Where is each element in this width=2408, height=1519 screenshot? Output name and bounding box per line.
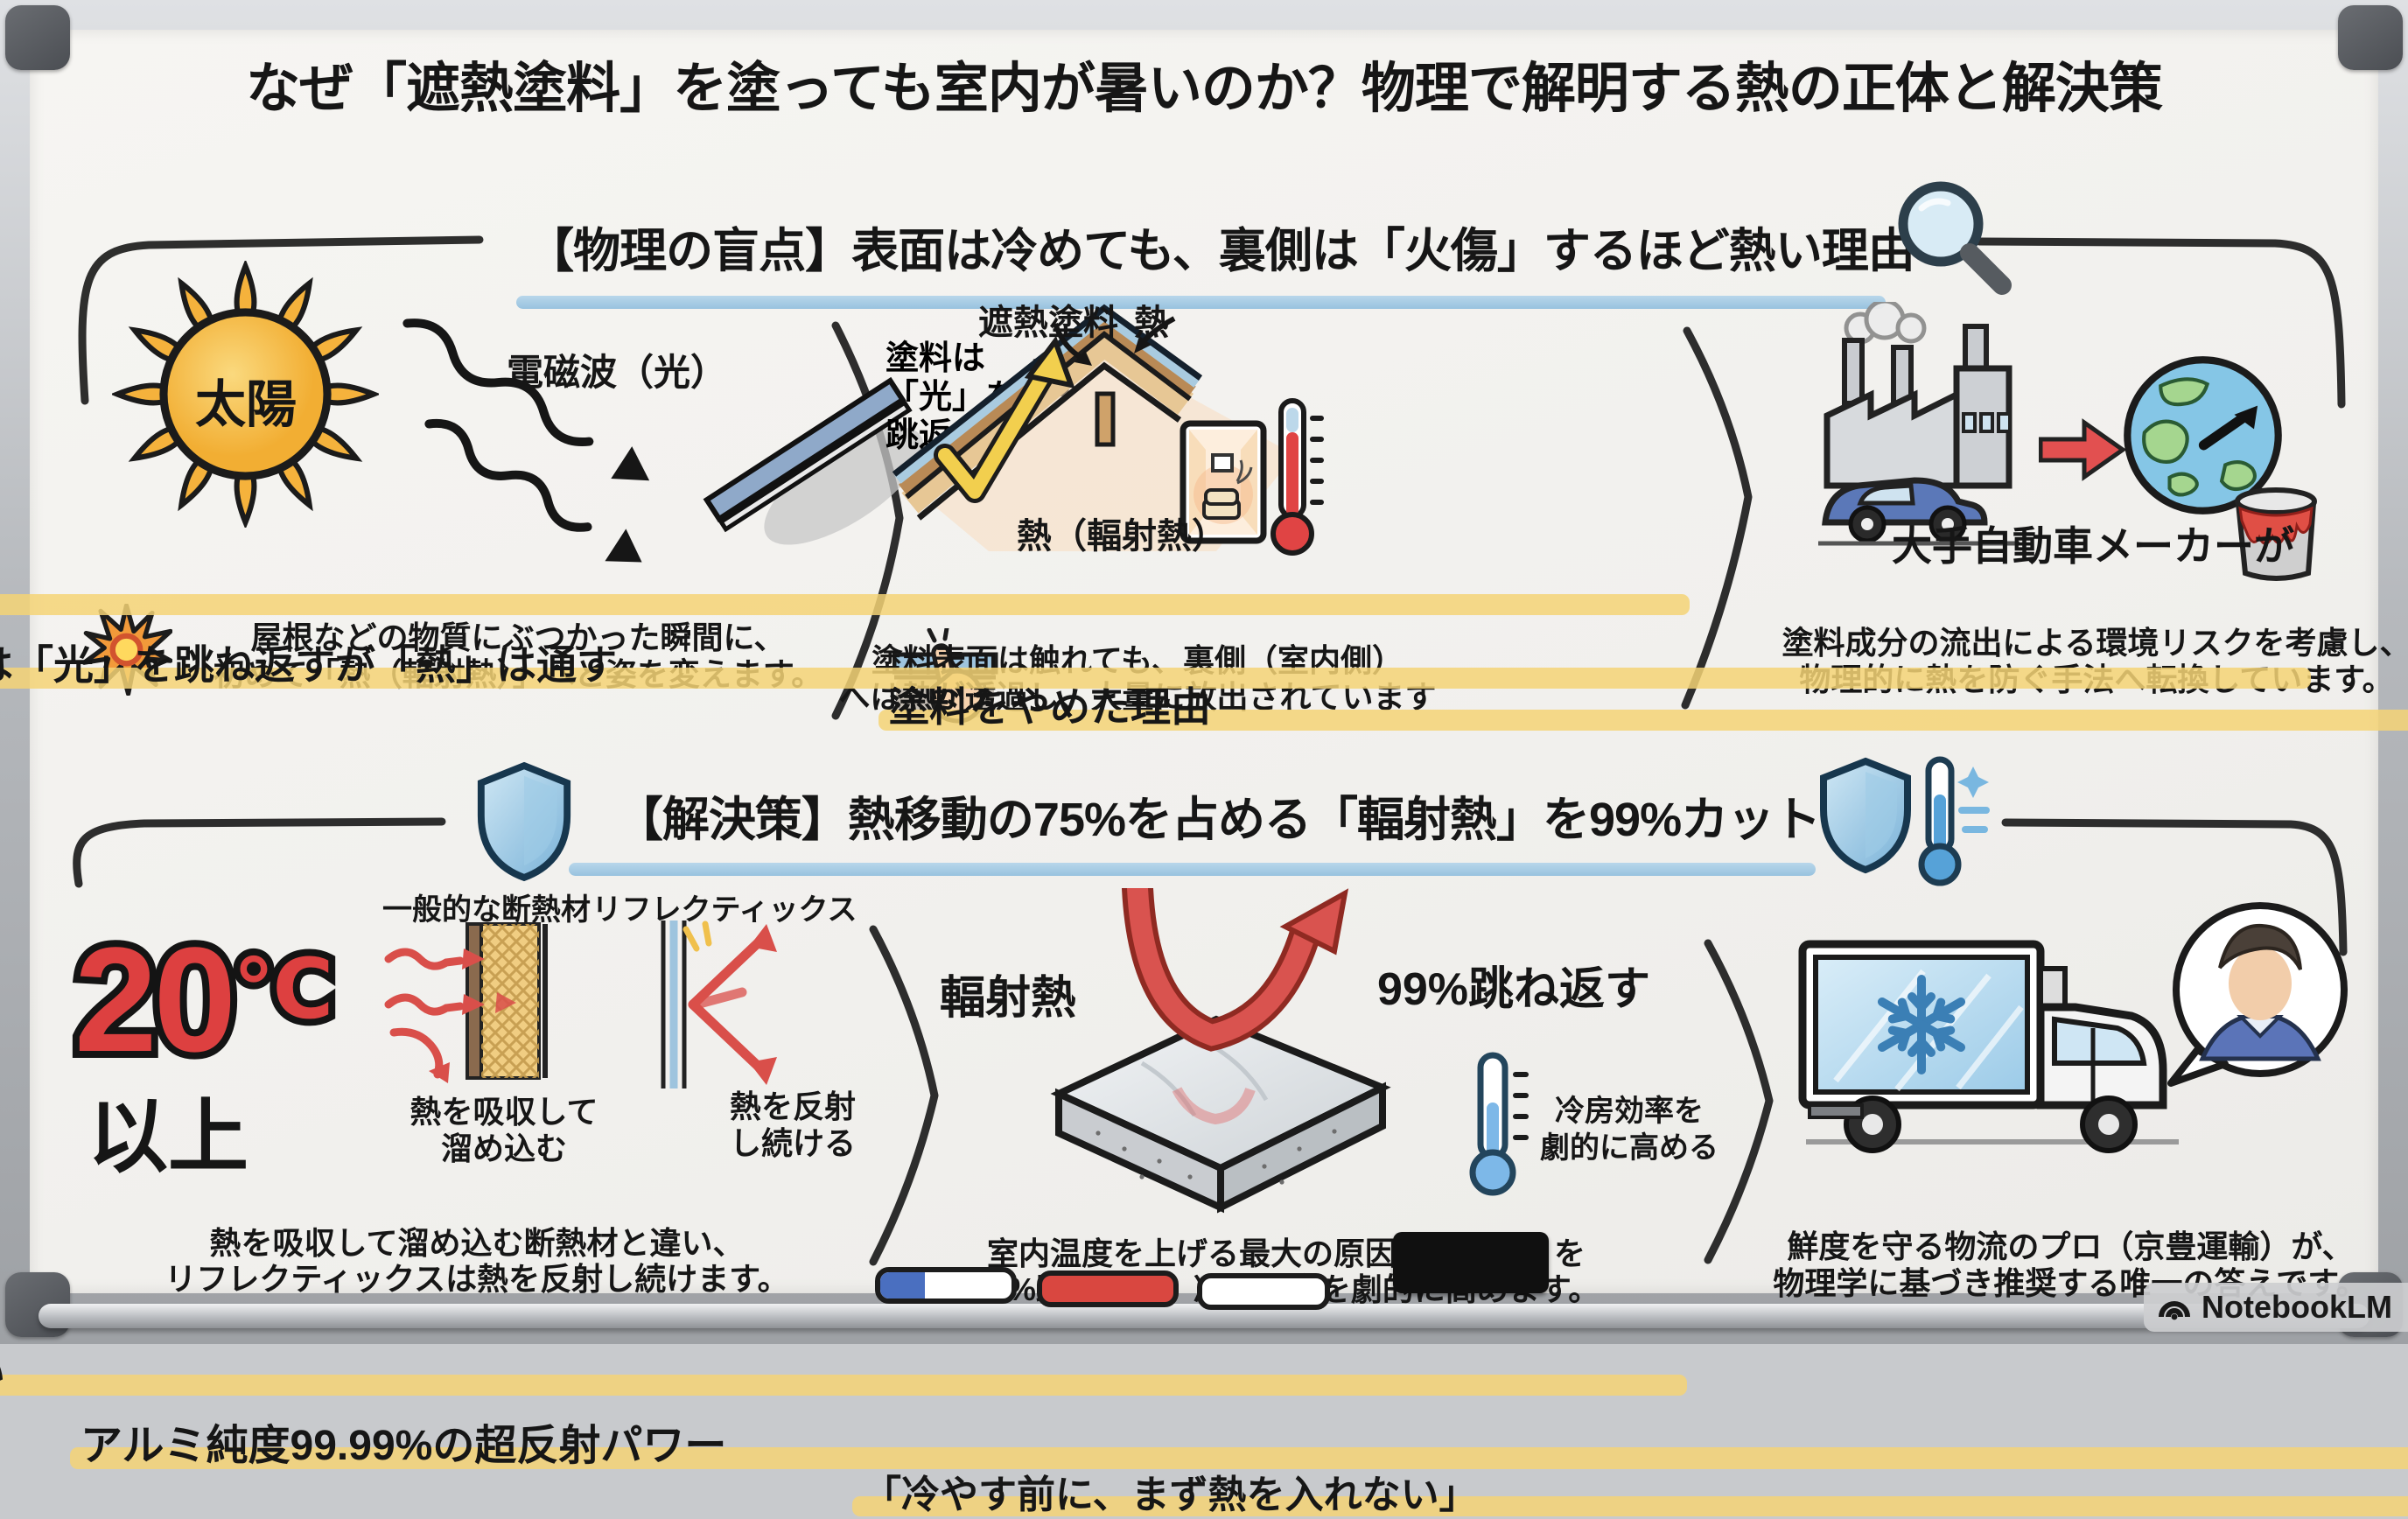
section2-right-bracket [2001,818,2348,956]
divider-chevron [831,321,904,720]
section1-header: 【物理の盲点】表面は冷めても、裏側は「火傷」するほど熱い理由 [527,225,1915,277]
note-line: 塗料は [886,340,986,377]
cold-thermometer-icon [1469,1052,1529,1196]
cooling-caption-line1: 冷房効率を [1555,1095,1704,1128]
temp-value: 20 [74,917,236,1083]
paint-can-icon [2235,487,2317,581]
reflectix-label: リフレクティックス [592,893,858,927]
whiteboard-marker-white [1197,1273,1330,1310]
temp-unit: ℃ [233,943,333,1036]
panel2-heading: 塗料は「光」を跳ね返すが「熱」は通す [0,634,2311,691]
panel4-body-line2: リフレクティックスは熱を反射し続けます。 [164,1261,789,1297]
absorb-caption-line1: 熱を吸収して [410,1094,598,1130]
section1-left-bracket [78,235,484,405]
radiant-heat-label: 熱（輻射熱） [1017,517,1227,556]
room-interior-icon [1180,420,1267,544]
bounce-arrow-icon [1122,888,1349,1052]
refrigerated-truck-icon [1798,940,2179,1153]
divider-chevron [1704,939,1774,1264]
panel1-heading: 太陽から届くのは「熱」ではなく「光」 [0,560,1690,618]
hand-drawn-brackets-and-dividers [73,235,2348,1266]
em-wave-arrow-icon [424,418,642,563]
reflectix-reflect-diagram [661,920,777,1088]
panel4-heading: 一般的な断熱材より「20℃以上」涼しい [0,1340,1687,1398]
factory-and-car-icon [1818,302,2020,546]
reflect-99-label: 99%跳ね返す [1376,964,1651,1015]
em-wave-label: 電磁波（光） [506,352,728,393]
roof-surface-icon [703,376,924,545]
aluminum-panel-icon [1050,1015,1391,1214]
insulation-absorb-diagram [384,922,548,1083]
panel3-body-line1: 塗料成分の流出による環境リスクを考慮し、 [1782,625,2408,661]
section2-left-bracket [73,817,446,888]
magnifier-icon [1898,181,2012,295]
temp-unit: ℃ [226,942,340,1039]
marker-tip [880,1272,925,1298]
logistics-pro-speech-bubble [2167,902,2348,1087]
section1-underline [516,296,1886,309]
frame-corner-cap [5,5,70,70]
sun-label: 太陽 [194,376,298,433]
earth-globe-icon [2124,356,2282,514]
hot-thermometer-icon [1270,398,1324,556]
divider-chevron [1681,326,1753,710]
red-arrow-icon [2039,418,2126,481]
shield-paint-label: 遮熱塗料 [978,304,1118,342]
absorb-caption-line2: 溜め込む [440,1130,568,1166]
panel6-body-line1: 鮮度を守る物流のプロ（京豊運輸）が、 [1787,1228,2354,1264]
panel4-body-line1: 熱を吸収して溜め込む断熱材と違い、 [209,1225,745,1261]
shield-and-cold-thermometer-icon [1820,756,1990,886]
panel1-body-line1: 屋根などの物質にぶつかった瞬間に、 [250,620,786,655]
shield-icon [477,761,571,882]
reflect-caption-line1: 熱を反射 [729,1088,857,1124]
panel3-heading-line1: 大手自動車メーカーが [1892,523,2294,569]
em-wave-arrow-icon [402,318,650,481]
notebooklm-logo-icon [2159,1301,2191,1320]
temp-suffix: 以上 [88,1093,249,1182]
notebooklm-watermark: NotebookLM [2144,1283,2408,1332]
radiant-heat-label-2: 輻射熱 [939,973,1077,1024]
heat-label: 熱 [1134,304,1169,342]
section2-underline [569,863,1816,876]
temp-value: 20 [67,917,243,1083]
whiteboard-marker-red [1037,1270,1179,1307]
whiteboard-marker-blue [875,1267,1017,1304]
whiteboard-eraser [1393,1232,1549,1293]
watermark-text: NotebookLM [2202,1289,2392,1325]
section2-header: 【解決策】熱移動の75%を占める「輻射熱」を99%カット [615,794,1821,846]
generic-insulation-label: 一般的な断熱材 [382,893,591,927]
panel3-heading-line2: 塗料をやめた理由 [878,676,2408,733]
divider-chevron [869,925,939,1266]
cooling-caption-line2: 劇的に高める [1540,1131,1718,1165]
page-title: なぜ「遮熱塗料」を塗っても室内が暑いのか？物理で解明する熱の正体と解決策 [246,59,2163,119]
temp-20c: 20℃ 20℃ [67,919,340,1082]
panel6-heading: 「冷やす前に、まず熱を入れない」 [852,1463,2408,1519]
section1-right-bracket [1975,237,2346,409]
frame-corner-cap [2338,5,2403,70]
sun-icon [112,261,379,528]
reflect-caption-line2: し続ける [729,1125,857,1161]
